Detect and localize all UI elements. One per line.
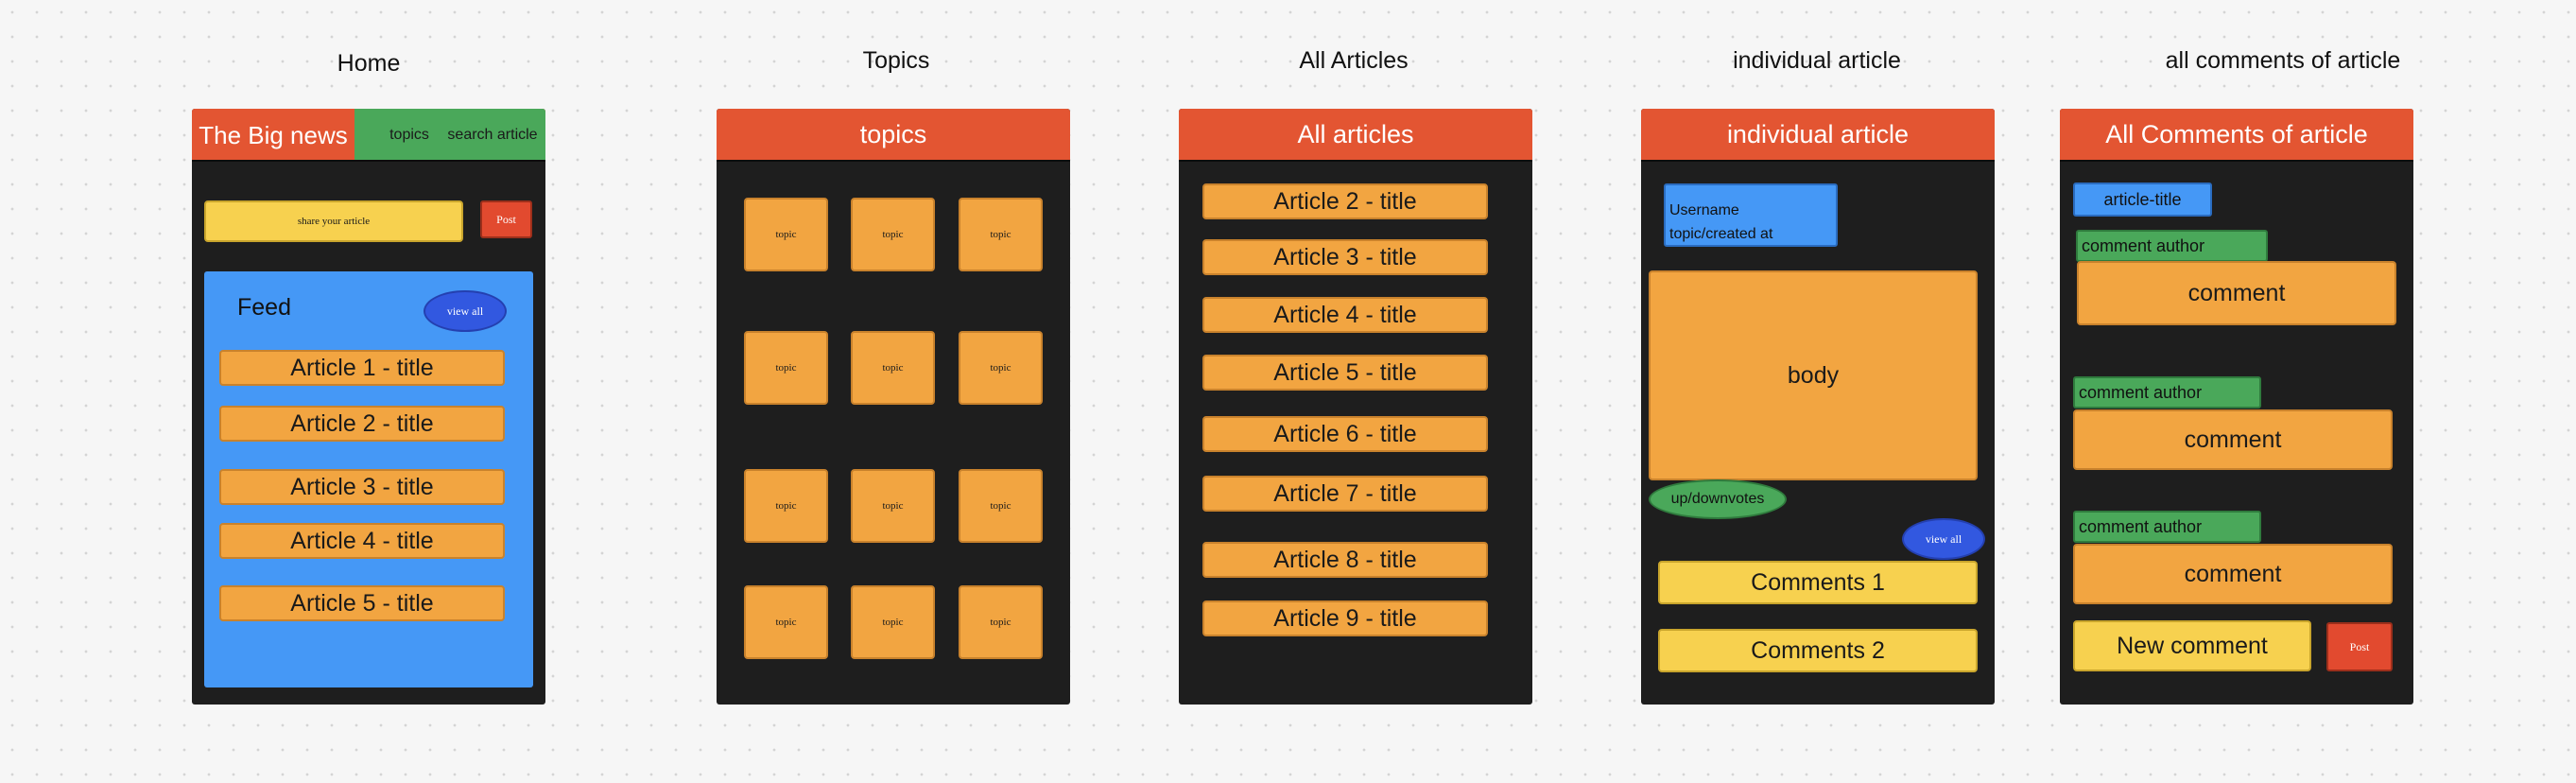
comment-card-2: comment bbox=[2073, 409, 2393, 470]
home-nav bbox=[354, 109, 545, 162]
author-username[interactable]: Username bbox=[1669, 202, 1739, 218]
new-comment-input[interactable]: New comment bbox=[2073, 620, 2311, 671]
comment-author-1[interactable]: comment author bbox=[2076, 230, 2268, 262]
home-frame-title: Home bbox=[337, 50, 401, 77]
all-comments-frame-title: all comments of article bbox=[2165, 47, 2401, 74]
article-item-9[interactable]: Article 9 - title bbox=[1202, 600, 1488, 636]
article-item-4[interactable]: Article 4 - title bbox=[1202, 297, 1488, 333]
comment-preview-1[interactable]: Comments 1 bbox=[1658, 561, 1978, 604]
feed-label: Feed bbox=[237, 294, 291, 321]
topics-frame-title: Topics bbox=[862, 47, 930, 74]
feed-article-4[interactable]: Article 4 - title bbox=[219, 523, 505, 559]
individual-article-frame: individual article Username topic/create… bbox=[1641, 109, 1995, 705]
article-body: body bbox=[1649, 270, 1978, 480]
comment-card-3: comment bbox=[2073, 544, 2393, 604]
topic-tile-3[interactable]: topic bbox=[959, 198, 1043, 271]
topic-tile-9[interactable]: topic bbox=[959, 469, 1043, 543]
comment-author-3-label: comment author bbox=[2079, 516, 2203, 536]
article-item-6[interactable]: Article 6 - title bbox=[1202, 416, 1488, 452]
article-item-7[interactable]: Article 7 - title bbox=[1202, 476, 1488, 512]
topic-tile-4[interactable]: topic bbox=[744, 331, 828, 405]
topic-tile-5[interactable]: topic bbox=[851, 331, 935, 405]
post-button[interactable]: Post bbox=[480, 200, 532, 238]
topic-tile-8[interactable]: topic bbox=[851, 469, 935, 543]
feed-view-all-button[interactable]: view all bbox=[424, 290, 507, 332]
comment-author-2[interactable]: comment author bbox=[2073, 376, 2261, 409]
all-articles-frame: All articles Article 2 - title Article 3… bbox=[1179, 109, 1532, 705]
comment-author-1-label: comment author bbox=[2082, 235, 2205, 255]
article-title-chip[interactable]: article-title bbox=[2073, 183, 2212, 217]
individual-article-frame-title: individual article bbox=[1733, 47, 1901, 74]
comments-view-all-button[interactable]: view all bbox=[1902, 518, 1985, 560]
comment-preview-2[interactable]: Comments 2 bbox=[1658, 629, 1978, 672]
all-comments-header: All Comments of article bbox=[2060, 109, 2413, 162]
home-frame: The Big news topics search article share… bbox=[192, 109, 545, 705]
share-article-input[interactable]: share your article bbox=[204, 200, 463, 242]
all-comments-frame: All Comments of article article-title co… bbox=[2060, 109, 2413, 705]
comment-author-2-label: comment author bbox=[2079, 382, 2203, 402]
topic-tile-11[interactable]: topic bbox=[851, 585, 935, 659]
article-item-2[interactable]: Article 2 - title bbox=[1202, 183, 1488, 219]
nav-topics-link[interactable]: topics bbox=[389, 127, 429, 143]
topic-tile-6[interactable]: topic bbox=[959, 331, 1043, 405]
article-meta: topic/created at bbox=[1669, 226, 1773, 242]
topics-frame: topics topic topic topic topic topic top… bbox=[717, 109, 1070, 705]
topic-tile-2[interactable]: topic bbox=[851, 198, 935, 271]
topic-tile-10[interactable]: topic bbox=[744, 585, 828, 659]
comment-post-button[interactable]: Post bbox=[2326, 622, 2393, 671]
topic-tile-7[interactable]: topic bbox=[744, 469, 828, 543]
feed-article-2[interactable]: Article 2 - title bbox=[219, 406, 505, 442]
individual-article-header: individual article bbox=[1641, 109, 1995, 162]
article-item-3[interactable]: Article 3 - title bbox=[1202, 239, 1488, 275]
topics-header: topics bbox=[717, 109, 1070, 162]
home-brand[interactable]: The Big news bbox=[199, 120, 348, 149]
all-articles-frame-title: All Articles bbox=[1299, 47, 1409, 74]
feed-article-3[interactable]: Article 3 - title bbox=[219, 469, 505, 505]
topic-tile-12[interactable]: topic bbox=[959, 585, 1043, 659]
article-item-8[interactable]: Article 8 - title bbox=[1202, 542, 1488, 578]
all-articles-header: All articles bbox=[1179, 109, 1532, 162]
comment-card-1: comment bbox=[2077, 261, 2396, 325]
topic-tile-1[interactable]: topic bbox=[744, 198, 828, 271]
feed-article-1[interactable]: Article 1 - title bbox=[219, 350, 505, 386]
nav-search-link[interactable]: search article bbox=[447, 127, 538, 143]
votes-button[interactable]: up/downvotes bbox=[1649, 479, 1787, 519]
comment-author-3[interactable]: comment author bbox=[2073, 511, 2261, 543]
author-info-card bbox=[1664, 183, 1838, 247]
feed-article-5[interactable]: Article 5 - title bbox=[219, 585, 505, 621]
article-item-5[interactable]: Article 5 - title bbox=[1202, 355, 1488, 391]
